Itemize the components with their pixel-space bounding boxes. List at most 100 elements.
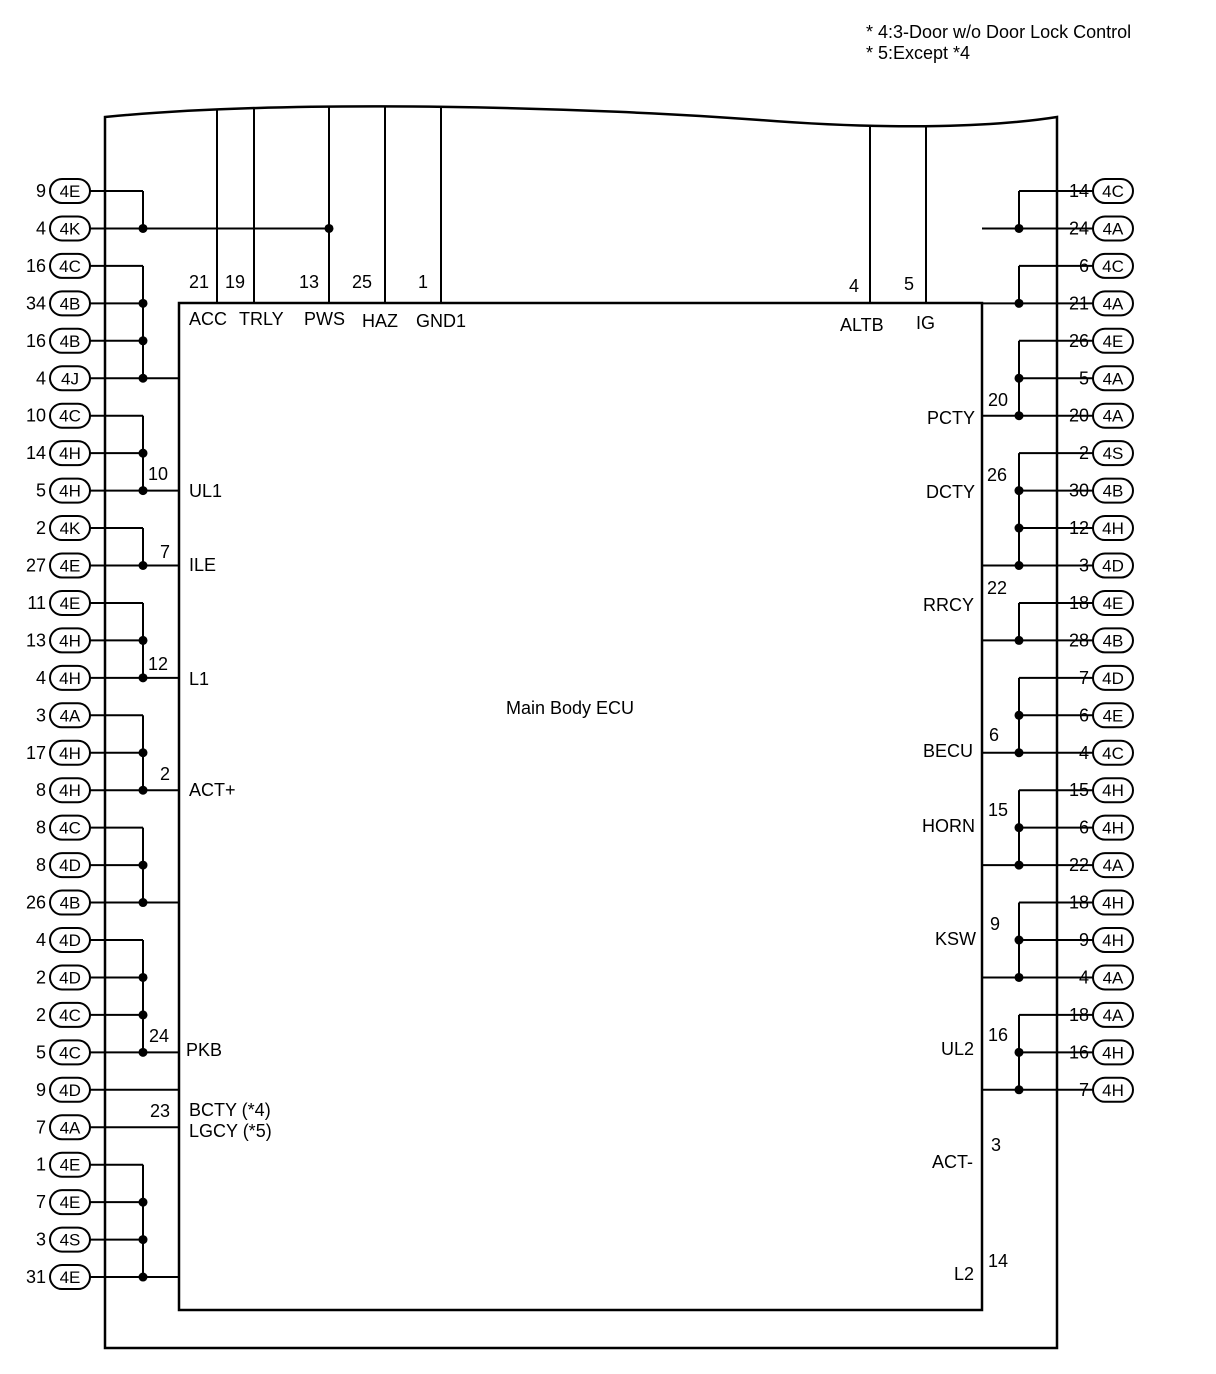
connector-code: 4B [1103,482,1124,501]
pin-num-act-minus: 3 [991,1135,1001,1155]
pin-num-gnd1: 1 [418,272,428,292]
left-connector-20: 4B 26 [26,889,91,916]
connector-pin: 26 [26,893,46,913]
pin-num-acc: 21 [189,272,209,292]
connector-code: 4H [59,781,81,800]
wiring [90,190,1093,1282]
connector-pin: 10 [26,406,46,426]
connector-pin: 4 [36,368,46,388]
note-5: * 5:Except *4 [866,43,970,63]
pin-name-dcty: DCTY [926,482,975,502]
connector-code: 4C [59,407,81,426]
left-connector-11: 4E 27 [26,552,91,579]
pin-name-pws: PWS [304,309,345,329]
connector-code: 4E [1103,332,1124,351]
pin-num-ul2: 16 [988,1025,1008,1045]
connector-code: 4H [59,669,81,688]
connector-code: 4B [1103,631,1124,650]
pin-num-ig: 5 [904,274,914,294]
connector-code: 4E [60,1193,81,1212]
connector-code: 4H [1102,1081,1124,1100]
junction-dot [324,223,334,233]
connector-code: 4E [1103,706,1124,725]
connector-code: 4H [1102,819,1124,838]
left-connectors: 4E94K44C164B344B164J44C104H144H54K24E274… [26,178,91,1291]
connector-pin: 1 [36,1155,46,1175]
pin-name-altb: ALTB [840,315,884,335]
outer-frame [103,105,1059,1350]
connector-pin: 14 [26,443,46,463]
pin-name-haz: HAZ [362,311,398,331]
left-connector-26: 4A 7 [36,1114,91,1141]
connector-code: 4H [1102,1043,1124,1062]
ecu-label: Main Body ECU [506,698,634,718]
pin-name-act-minus: ACT- [932,1152,973,1172]
pin-name-becu: BECU [923,741,973,761]
pin-num-pcty: 20 [988,390,1008,410]
pin-num-rrcy: 22 [987,578,1007,598]
connector-code: 4H [59,444,81,463]
connector-code: 4A [60,1118,81,1137]
connector-code: 4S [1103,444,1124,463]
connector-code: 4B [60,294,81,313]
pin-name-rrcy: RRCY [923,595,974,615]
connector-code: 4A [1103,407,1124,426]
pin-name-ul2: UL2 [941,1039,974,1059]
connector-pin: 13 [26,630,46,650]
connector-pin: 2 [36,1005,46,1025]
connector-code: 4J [61,369,79,388]
connector-pin: 7 [36,1117,46,1137]
connector-pin: 17 [26,743,46,763]
connector-code: 4D [59,968,81,987]
connector-code: 4C [1102,744,1124,763]
connector-code: 4A [1103,219,1124,238]
right-connector-3: 4C6 [1079,252,1134,279]
pin-num-horn: 15 [988,800,1008,820]
connector-pin: 9 [36,1080,46,1100]
left-connector-1: 4E9 [36,178,91,204]
connector-pin: 16 [26,331,46,351]
pin-name-ile: ILE [189,555,216,575]
connector-pin: 2 [36,967,46,987]
right-connector-14: 4D7 [1079,664,1134,691]
connector-code: 4E [60,557,81,576]
connector-pin: 8 [36,855,46,875]
connector-pin: 27 [26,556,46,576]
pin-num-dcty: 26 [987,465,1007,485]
connector-pin: 3 [36,1230,46,1250]
left-connector-14: 4H 4 [36,664,91,691]
pin-num-l1: 12 [148,654,168,674]
left-connector-2: 4K4 [36,215,91,242]
connector-pin: 4 [36,668,46,688]
pin-num-ksw: 9 [990,914,1000,934]
connector-code: 4S [60,1231,81,1250]
left-connector-29: 4S 3 [36,1226,91,1253]
connector-code: 4D [1102,557,1124,576]
connector-code: 4B [60,894,81,913]
connector-pin: 31 [26,1267,46,1287]
connector-pin: 9 [36,181,46,201]
connector-code: 4D [59,931,81,950]
connector-code: 4H [59,744,81,763]
connector-pin: 3 [36,705,46,725]
left-connector-25: 4D9 [36,1076,91,1103]
pin-name-ul1: UL1 [189,481,222,501]
connector-code: 4H [1102,894,1124,913]
connector-code: 4H [59,631,81,650]
left-pins: 10 UL1 7 ILE 12 L1 2 ACT+ 24 PKB 23 BCTY… [148,464,272,1141]
connector-code: 4B [60,332,81,351]
connector-code: 4H [1102,781,1124,800]
connector-code: 4A [1103,1006,1124,1025]
connector-code: 4A [1103,369,1124,388]
left-connector-10: 4K2 [36,515,91,542]
pin-num-ul1: 10 [148,464,168,484]
left-connector-15: 4A3 [36,702,91,729]
